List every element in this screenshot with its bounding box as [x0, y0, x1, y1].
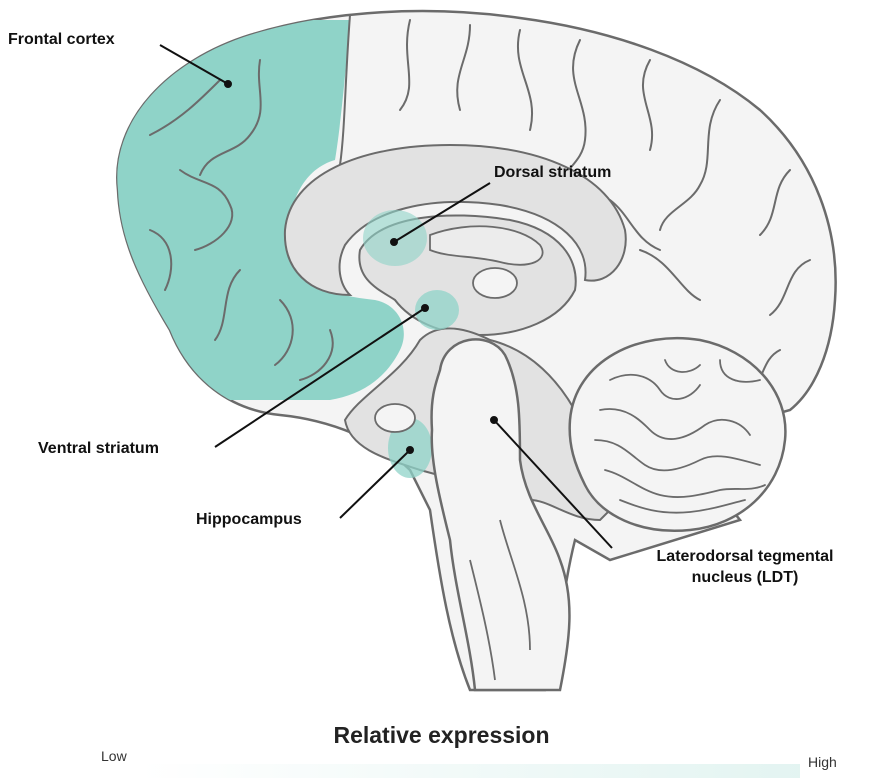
- legend-title: Relative expression: [0, 722, 883, 749]
- label-hippocampus: Hippocampus: [196, 511, 302, 529]
- label-ldt-line1: Laterodorsal tegmental: [610, 546, 880, 567]
- legend-high: High: [808, 754, 837, 770]
- cerebellum: [570, 338, 786, 531]
- dorsal-striatum-region: [363, 210, 427, 266]
- label-ventral-striatum: Ventral striatum: [38, 440, 159, 458]
- label-dorsal-striatum: Dorsal striatum: [494, 164, 611, 182]
- mammillary-body: [375, 404, 415, 432]
- intermediate-mass: [473, 268, 517, 298]
- label-frontal-cortex: Frontal cortex: [8, 31, 115, 49]
- label-ldt: Laterodorsal tegmental nucleus (LDT): [610, 546, 880, 588]
- legend-low: Low: [101, 748, 127, 764]
- label-ldt-line2: nucleus (LDT): [610, 567, 880, 588]
- legend-gradient-bar: [140, 764, 800, 778]
